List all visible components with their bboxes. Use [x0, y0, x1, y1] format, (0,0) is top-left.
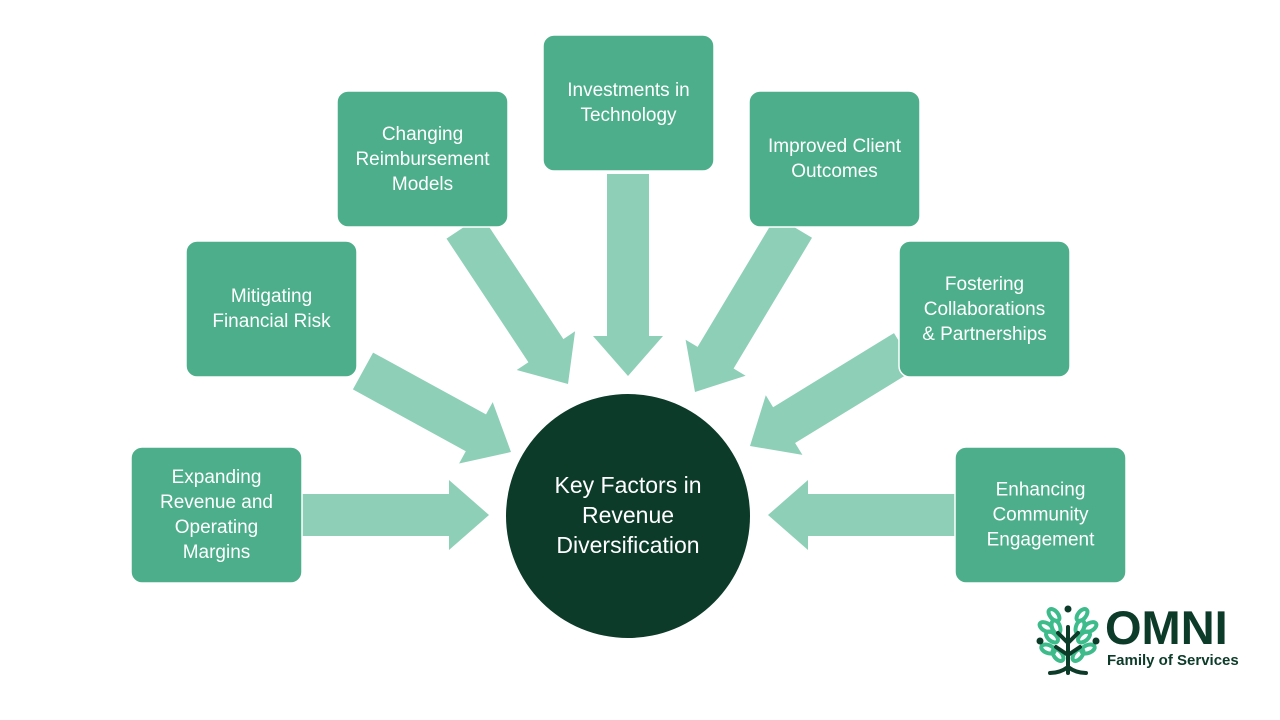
logo-subtitle: Family of Services [1107, 652, 1239, 669]
factor-box-bg [898, 240, 1071, 378]
factor-label-line: Investments in [567, 80, 690, 101]
factor-box-bg [954, 446, 1127, 584]
factor-label-line: Revenue and [160, 492, 273, 513]
factor-label-line: & Partnerships [922, 324, 1047, 345]
arrow-changing [446, 215, 576, 384]
omni-logo: OMNI Family of Services [1034, 603, 1254, 678]
arrow-expanding [302, 480, 489, 550]
factor-label-line: Improved Client [768, 136, 902, 157]
factor-label-line: Expanding [172, 467, 262, 488]
logo-dot [1092, 637, 1100, 645]
factor-label-line: Collaborations [924, 299, 1045, 320]
factor-label-line: Fostering [945, 274, 1024, 295]
factor-box-bg [130, 446, 303, 584]
arrow-enhancing [768, 480, 955, 550]
factor-label-line: Financial Risk [212, 311, 331, 332]
logo-dot [1064, 605, 1072, 613]
factor-label-line: Community [992, 505, 1089, 526]
factor-label-line: Operating [175, 517, 258, 538]
logo-dot [1036, 637, 1044, 645]
leaf-shape [1076, 629, 1092, 645]
center-label-line-2: Revenue [582, 502, 674, 528]
factor-label-line: Models [392, 174, 453, 195]
factor-box-bg [542, 34, 715, 172]
factor-label-line: Reimbursement [355, 149, 490, 170]
arrow-mitigating [352, 352, 511, 464]
factor-box-bg [185, 240, 358, 378]
factor-label-line: Engagement [987, 530, 1095, 551]
tree-icon [1036, 605, 1100, 675]
factor-label-line: Technology [580, 105, 677, 126]
logo-wordmark: OMNI [1105, 601, 1228, 654]
arrow-fostering [750, 333, 916, 455]
factor-label-line: Margins [183, 542, 251, 563]
center-label-line-3: Diversification [556, 532, 699, 558]
factor-label-line: Changing [382, 124, 463, 145]
factor-label-line: Enhancing [996, 480, 1086, 501]
factor-label-line: Mitigating [231, 286, 312, 307]
center-node: Key Factors in Revenue Diversification [506, 394, 750, 638]
arrows-layer [302, 174, 955, 550]
center-label-line-1: Key Factors in [555, 472, 702, 498]
factor-box-investments: Investments in Technology [542, 34, 715, 172]
factor-label-line: Outcomes [791, 161, 878, 182]
leaf-shape [1044, 629, 1060, 645]
arrow-investments [593, 174, 663, 376]
arrow-improved [685, 216, 812, 392]
factor-box-bg [748, 90, 921, 228]
factor-box-bg [336, 90, 509, 228]
center-circle [506, 394, 750, 638]
